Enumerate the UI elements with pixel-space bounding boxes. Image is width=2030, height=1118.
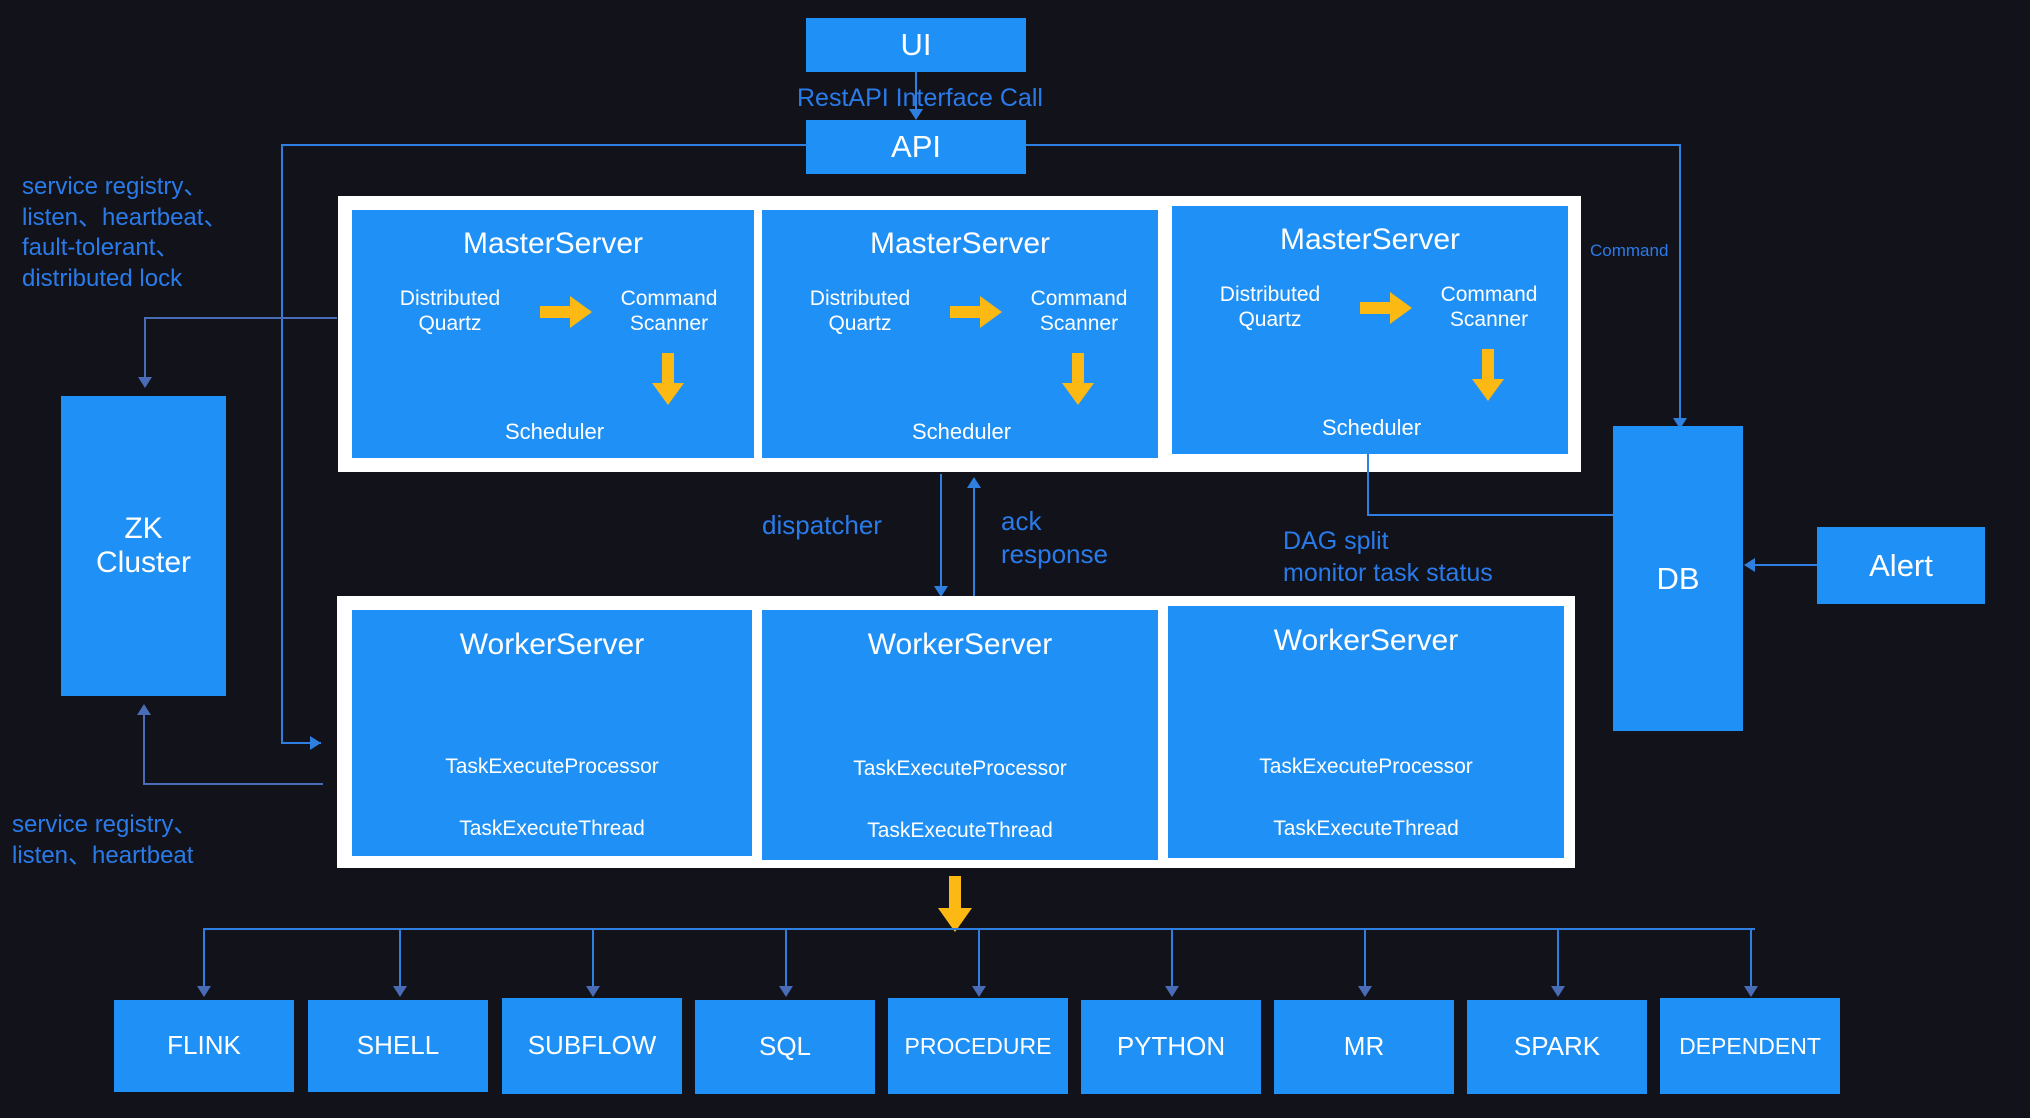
master-server-1[interactable]: MasterServer Distributed Quartz Command … — [352, 210, 754, 458]
master-server-3-command-scanner[interactable]: Command Scanner — [1440, 282, 1538, 331]
worker-server-3-title: WorkerServer — [1273, 624, 1459, 657]
master-server-3-scheduler[interactable]: Scheduler — [1321, 415, 1422, 441]
worker-server-3[interactable]: WorkerServer TaskExecuteProcessor TaskEx… — [1168, 606, 1564, 858]
master-server-1-title: MasterServer — [462, 227, 644, 260]
task-drop-line-7 — [1364, 928, 1366, 992]
node-db[interactable]: DB — [1613, 426, 1743, 731]
master-server-3-quartz[interactable]: Distributed Quartz — [1219, 282, 1321, 331]
node-ui[interactable]: UI — [806, 18, 1026, 72]
master-server-2-scheduler[interactable]: Scheduler — [911, 419, 1012, 445]
label-rest-api-call: RestAPI Interface Call — [797, 84, 1043, 112]
worker-server-3-thread[interactable]: TaskExecuteThread — [1273, 817, 1459, 841]
edge-master-db-h — [1367, 514, 1645, 516]
worker-server-2[interactable]: WorkerServer TaskExecuteProcessor TaskEx… — [762, 610, 1158, 860]
edge-api-right-h — [1026, 144, 1681, 146]
edge-zk-master-h — [144, 317, 337, 319]
task-drop-line-9 — [1750, 928, 1752, 992]
task-drop-line-1 — [203, 928, 205, 992]
arrow-quartz-to-scanner-1 — [540, 296, 592, 328]
task-drop-arrow-7 — [1358, 986, 1372, 997]
task-drop-line-3 — [592, 928, 594, 992]
edge-zk-master-v — [144, 317, 146, 379]
task-type-spark[interactable]: SPARK — [1467, 1000, 1647, 1094]
task-type-sql[interactable]: SQL — [695, 1000, 875, 1094]
label-command: Command — [1590, 241, 1669, 260]
edge-dispatcher-v — [940, 474, 942, 592]
master-server-1-quartz[interactable]: Distributed Quartz — [399, 286, 501, 335]
task-drop-arrow-1 — [197, 986, 211, 997]
worker-server-1[interactable]: WorkerServer TaskExecuteProcessor TaskEx… — [352, 610, 752, 856]
task-type-python[interactable]: PYTHON — [1081, 1000, 1261, 1094]
task-drop-arrow-2 — [393, 986, 407, 997]
task-drop-arrow-6 — [1165, 986, 1179, 997]
arrow-scanner-to-scheduler-3 — [1472, 349, 1504, 401]
node-zk-cluster[interactable]: ZK Cluster — [61, 396, 226, 696]
edge-master-db-v — [1367, 454, 1369, 516]
master-server-1-scheduler[interactable]: Scheduler — [504, 419, 605, 445]
worker-server-1-thread[interactable]: TaskExecuteThread — [459, 817, 645, 841]
task-type-procedure[interactable]: PROCEDURE — [888, 998, 1068, 1094]
arrow-scanner-to-scheduler-2 — [1062, 353, 1094, 405]
task-drop-arrow-5 — [972, 986, 986, 997]
arrow-quartz-to-scanner-3 — [1360, 292, 1412, 324]
edge-api-db-arrowhead — [1673, 418, 1687, 429]
edge-zk-master-arrowhead — [138, 377, 152, 388]
label-dispatcher: dispatcher — [762, 510, 882, 540]
edge-dispatcher-arrowhead — [934, 586, 948, 597]
worker-server-3-processor[interactable]: TaskExecuteProcessor — [1259, 755, 1473, 779]
worker-server-1-title: WorkerServer — [459, 628, 645, 661]
edge-api-db-v — [1679, 144, 1681, 426]
worker-server-2-title: WorkerServer — [867, 628, 1053, 661]
worker-server-1-processor[interactable]: TaskExecuteProcessor — [445, 755, 659, 779]
edge-api-worker-arrowhead — [310, 736, 321, 750]
task-drop-arrow-3 — [586, 986, 600, 997]
label-ack-response: ack response — [1001, 506, 1108, 570]
edge-alert-db — [1755, 564, 1817, 566]
label-zk-master: service registry、 listen、heartbeat、 faul… — [22, 173, 228, 293]
arrow-quartz-to-scanner-2 — [950, 296, 1002, 328]
master-server-3[interactable]: MasterServer Distributed Quartz Command … — [1172, 206, 1568, 454]
master-server-1-command-scanner[interactable]: Command Scanner — [620, 286, 718, 335]
edge-alert-db-arrowhead — [1744, 558, 1755, 572]
worker-server-2-thread[interactable]: TaskExecuteThread — [867, 819, 1053, 843]
task-type-flink[interactable]: FLINK — [114, 1000, 294, 1092]
edge-ack-arrowhead — [967, 477, 981, 488]
master-server-2[interactable]: MasterServer Distributed Quartz Command … — [762, 210, 1158, 458]
master-server-3-title: MasterServer — [1279, 223, 1461, 256]
edge-worker-zk-arrowhead — [137, 704, 151, 715]
task-drop-line-2 — [399, 928, 401, 992]
edge-api-left-v — [281, 144, 283, 744]
edge-ack-v — [973, 486, 975, 602]
master-server-2-quartz[interactable]: Distributed Quartz — [809, 286, 911, 335]
task-drop-line-5 — [978, 928, 980, 992]
arrow-scanner-to-scheduler-1 — [652, 353, 684, 405]
task-drop-line-4 — [785, 928, 787, 992]
master-server-2-title: MasterServer — [869, 227, 1051, 260]
node-api[interactable]: API — [806, 120, 1026, 174]
task-type-mr[interactable]: MR — [1274, 1000, 1454, 1094]
task-drop-arrow-4 — [779, 986, 793, 997]
edge-ui-api — [915, 72, 917, 114]
edge-ui-api-arrowhead — [909, 109, 923, 120]
task-type-dependent[interactable]: DEPENDENT — [1660, 998, 1840, 1094]
task-drop-arrow-8 — [1551, 986, 1565, 997]
worker-server-2-processor[interactable]: TaskExecuteProcessor — [853, 757, 1067, 781]
task-type-subflow[interactable]: SUBFLOW — [502, 998, 682, 1094]
edge-api-worker-h — [281, 742, 321, 744]
master-server-2-command-scanner[interactable]: Command Scanner — [1030, 286, 1128, 335]
task-drop-line-8 — [1557, 928, 1559, 992]
edge-worker-zk-h — [143, 783, 323, 785]
label-zk-worker: service registry、 listen、heartbeat — [12, 811, 198, 869]
label-dag-split: DAG split monitor task status — [1283, 527, 1493, 587]
node-alert[interactable]: Alert — [1817, 527, 1985, 604]
task-drop-arrow-9 — [1744, 986, 1758, 997]
edge-api-left-h — [281, 144, 808, 146]
edge-worker-zk-v — [143, 714, 145, 785]
task-drop-line-6 — [1171, 928, 1173, 992]
task-type-shell[interactable]: SHELL — [308, 1000, 488, 1092]
arrow-worker-to-tasks — [938, 876, 972, 932]
